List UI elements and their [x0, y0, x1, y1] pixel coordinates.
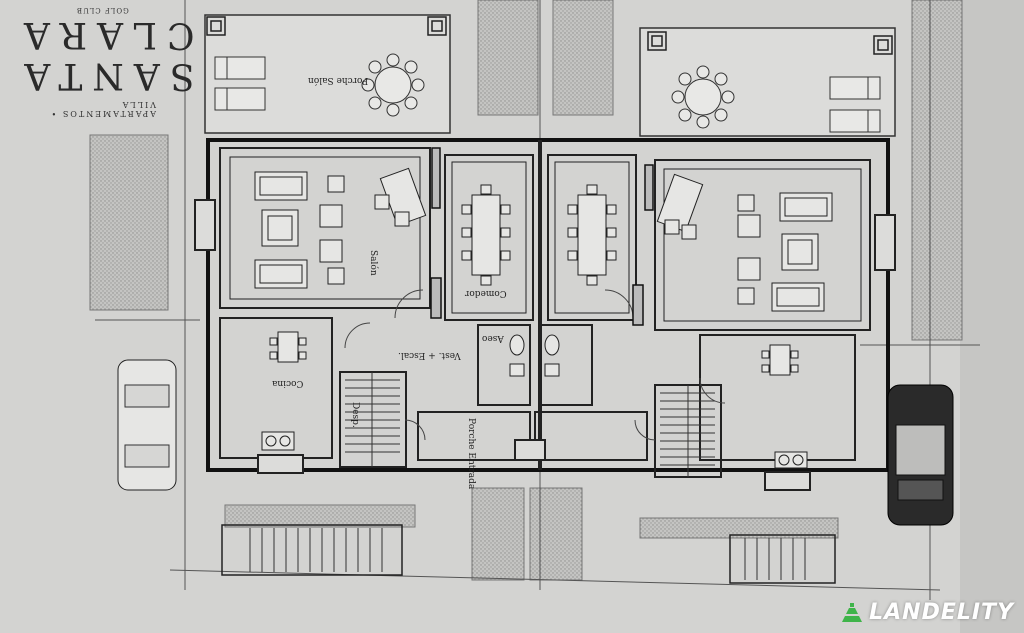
hedge-left: [224, 504, 416, 528]
garden-left: [89, 134, 169, 311]
label-aseo: Aseo: [482, 333, 504, 343]
label-vest-escal: Vest. + Escal.: [398, 350, 461, 360]
landelity-logo-icon: [842, 602, 863, 622]
watermark: LANDELITY: [839, 600, 1014, 625]
car-right-dark: [887, 384, 954, 526]
garden-bottom-mid: [529, 487, 583, 581]
label-comedor: Comedor: [465, 288, 507, 298]
label-desp: Desp.: [350, 402, 360, 428]
car-left-outline: [117, 359, 177, 491]
label-porche-salon: Porche Salón: [308, 75, 369, 85]
brand-block: GOLF CLUB SANTA CLARA APARTAMENTOS • VIL…: [6, 0, 195, 128]
brand-subtitle: APARTAMENTOS • VILLA: [49, 100, 156, 118]
label-porche-entrada: Porche Entrada: [466, 418, 476, 490]
brand-name: SANTA CLARA: [13, 14, 195, 96]
garden-right: [911, 0, 963, 341]
brand-club: GOLF CLUB: [76, 6, 129, 14]
garden-bottom-left: [471, 487, 525, 581]
label-salon: Salón: [368, 250, 378, 276]
garden-top-mid: [552, 0, 614, 116]
hedge-right: [639, 517, 839, 539]
paper-shade-right: [960, 0, 1024, 633]
garden-top-left: [477, 0, 539, 116]
label-cocina: Cocina: [272, 378, 304, 388]
watermark-text: LANDELITY: [869, 600, 1014, 625]
